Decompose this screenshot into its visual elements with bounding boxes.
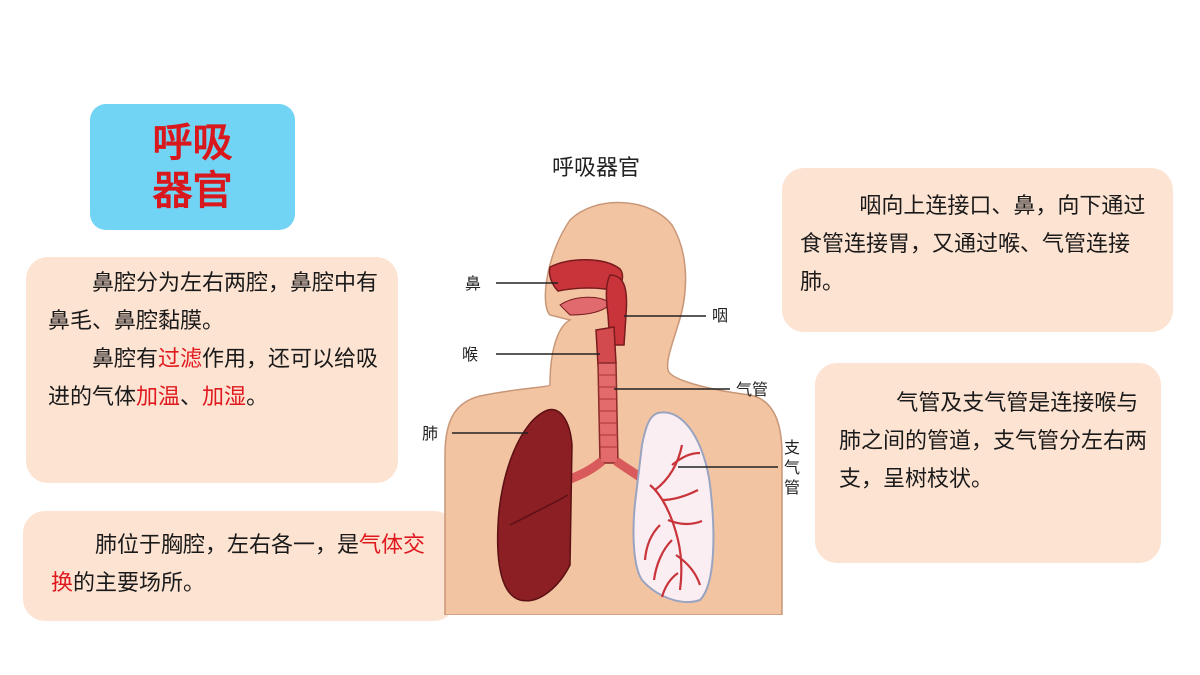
nose-card-text-2: 鼻腔有过滤作用，还可以给吸进的气体加温、加湿。 xyxy=(48,341,384,417)
pharynx-card: 咽向上连接口、鼻，向下通过食管连接胃，又通过喉、气管连接肺。 xyxy=(782,168,1173,332)
label-bronchus: 支气管 xyxy=(784,438,800,497)
label-lung: 肺 xyxy=(422,424,438,443)
text-segment: 的主要场所。 xyxy=(73,571,206,596)
lung-left xyxy=(496,408,573,602)
lung-fissure xyxy=(509,494,569,526)
label-larynx: 喉 xyxy=(462,345,478,364)
highlight-filter: 过滤 xyxy=(158,347,203,372)
title-box: 呼吸器官 xyxy=(90,104,295,230)
text-segment: 鼻腔有 xyxy=(92,347,159,372)
lung-card-text: 肺位于胸腔，左右各一，是气体交换的主要场所。 xyxy=(51,527,442,603)
diagram-title: 呼吸器官 xyxy=(552,156,641,181)
highlight-gas-exchange: 气体交换 xyxy=(51,533,426,596)
page-title: 呼吸器官 xyxy=(152,120,233,214)
highlight-warm: 加温 xyxy=(136,385,181,410)
label-bronchus-char: 管 xyxy=(784,478,800,497)
text-segment: 肺位于胸腔，左右各一，是 xyxy=(95,533,360,558)
trachea-card: 气管及支气管是连接喉与肺之间的管道，支气管分左右两支，呈树枝状。 xyxy=(815,363,1161,563)
label-bronchus-char: 气 xyxy=(784,458,800,477)
highlight-humidify: 加湿 xyxy=(202,385,247,410)
text-segment: 、 xyxy=(180,385,203,410)
label-pharynx: 咽 xyxy=(712,306,728,325)
label-trachea: 气管 xyxy=(736,380,768,399)
text-segment: 。 xyxy=(246,385,269,410)
lung-card: 肺位于胸腔，左右各一，是气体交换的主要场所。 xyxy=(23,511,456,621)
respiratory-diagram: 鼻 咽 喉 气管 肺 支气管 xyxy=(422,201,800,615)
nose-card: 鼻腔分为左右两腔，鼻腔中有鼻毛、鼻腔黏膜。 鼻腔有过滤作用，还可以给吸进的气体加… xyxy=(26,257,398,483)
lung-right xyxy=(632,411,715,604)
larynx xyxy=(595,326,617,366)
label-nose: 鼻 xyxy=(465,274,481,293)
bronchial-tree xyxy=(643,444,703,598)
trachea xyxy=(597,362,619,464)
pharynx-card-text: 咽向上连接口、鼻，向下通过食管连接胃，又通过喉、气管连接肺。 xyxy=(800,194,1146,295)
trachea-card-text: 气管及支气管是连接喉与肺之间的管道，支气管分左右两支，呈树枝状。 xyxy=(839,391,1148,492)
nose-card-text-1: 鼻腔分为左右两腔，鼻腔中有鼻毛、鼻腔黏膜。 xyxy=(48,271,379,334)
trachea-rings xyxy=(598,374,618,448)
text-segment: 作用，还可以给吸进的气体 xyxy=(48,347,379,410)
label-bronchus-char: 支 xyxy=(784,438,800,457)
